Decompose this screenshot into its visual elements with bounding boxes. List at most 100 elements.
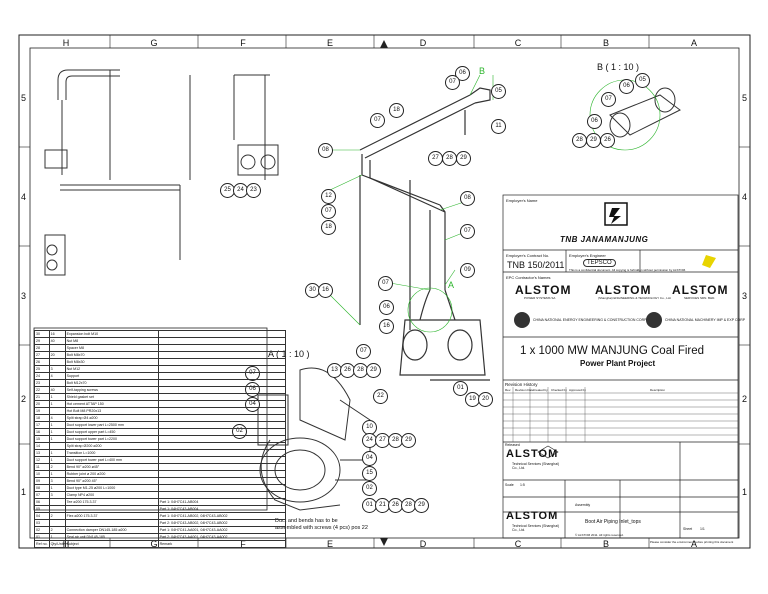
callout-balloon: 26 [600, 133, 615, 148]
bom-cell: 22 [34, 386, 50, 394]
bom-cell: 4 [48, 414, 66, 422]
bom-cell: Remark [157, 540, 286, 548]
bom-cell: Part 2: 04H7C43-AB002, 04H7C43-AB002 [157, 519, 286, 527]
footer-note: Please consider the environment before p… [650, 540, 734, 544]
bom-cell [48, 442, 66, 450]
callout-balloon: 04 [362, 451, 377, 466]
bom-cell: Part 1: 04H7C43-AB004 [157, 505, 286, 513]
bom-cell: 08 [34, 484, 50, 492]
rev-header: Checked by [551, 388, 567, 392]
bom-cell: Duct support tower part L=400 mm [64, 456, 159, 464]
bom-cell [157, 456, 286, 464]
bom-cell: Transition L=1000 [64, 449, 159, 457]
bom-cell: Part 2: 04H7C43-AA001, 04H7C43-AA002 [157, 533, 286, 541]
callout-balloon: 07 [321, 204, 336, 219]
bom-cell: Split strap Ø200 ø200 [64, 442, 159, 450]
sheet-value: 1/1 [700, 527, 705, 531]
contract-label: Employer's Contract No. [506, 253, 550, 258]
bom-cell [48, 379, 66, 387]
bom-cell [157, 351, 286, 359]
bom-cell: Bolt M8x70 [64, 351, 159, 359]
rev-header: Approved by [569, 388, 586, 392]
callout-balloon: 29 [401, 433, 416, 448]
bom-cell: 1 [48, 400, 66, 408]
rev-header: Created by [533, 388, 548, 392]
rev-header: Description [650, 388, 666, 392]
callout-balloon: 07 [378, 276, 393, 291]
bom-cell: Seal air unit DN145-185 [64, 533, 159, 541]
bom-cell: 09 [34, 477, 50, 485]
callout-balloon: 28 [401, 498, 416, 513]
bom-cell: 3 [48, 477, 66, 485]
assembly-note-line: Duct and bends has to be [275, 518, 338, 524]
bom-cell: 2 [48, 526, 66, 534]
column-header: A [690, 539, 697, 549]
bom-cell: 4 [48, 372, 66, 380]
row-header: 3 [21, 291, 27, 301]
callout-balloon: 29 [586, 133, 601, 148]
bom-cell: 19 [34, 407, 50, 415]
row-header: 5 [742, 93, 748, 103]
bom-cell: Duct support lower part L=2500 mm [64, 421, 159, 429]
bom-cell: 1 [48, 421, 66, 429]
row-header: 4 [742, 192, 748, 202]
engineer-logo: TEPSCO [583, 259, 616, 267]
bom-cell: 13 [34, 449, 50, 457]
bom-cell: 16 [48, 330, 66, 338]
assembly-note-line: assembled with screws (4 pcs) pos 22 [275, 525, 368, 531]
bom-cell: Hot Bolt M8 PR20x13 [64, 407, 159, 415]
callout-balloon: 12 [321, 189, 336, 204]
bom-cell [157, 372, 286, 380]
column-header: B [602, 539, 609, 549]
column-header: G [150, 38, 158, 48]
alstom-logo: ALSTOM [672, 283, 729, 297]
column-header: E [326, 38, 333, 48]
alstom-logo: ALSTOM [506, 448, 559, 460]
detail-b-label: B ( 1 : 10 ) [597, 62, 640, 72]
bom-cell: 20 [34, 400, 50, 408]
bom-cell [157, 421, 286, 429]
callout-balloon: 28 [442, 151, 457, 166]
callout-balloon: 29 [456, 151, 471, 166]
column-header: C [514, 539, 522, 549]
client-name: TNB JANAMANJUNG [560, 235, 649, 244]
column-header: B [602, 38, 609, 48]
bom-cell [48, 519, 66, 527]
alstom-sub: POWER SYSTEMS SA [524, 296, 556, 300]
callout-balloon: 20 [478, 392, 493, 407]
callout-balloon: 25 [220, 183, 235, 198]
bom-cell [157, 358, 286, 366]
bom-cell: 26 [34, 358, 50, 366]
bom-cell [157, 386, 286, 394]
alstom-technical-services: Technical Services (Shanghai) Co., Ltd. [512, 462, 560, 470]
client-logo-icon [604, 202, 628, 226]
bom-cell [48, 344, 66, 352]
rev-header: Revision Date [515, 388, 534, 392]
bom-cell: 20 [48, 351, 66, 359]
bom-cell [48, 505, 66, 513]
sheet-label: Sheet [683, 527, 693, 531]
bom-cell: 02 [34, 526, 50, 534]
employer-label: Employer's Name [506, 198, 538, 203]
bom-cell [157, 337, 286, 345]
partner-name: CHINA NATIONAL MACHINERY IMP & EXP CORP [665, 318, 746, 322]
bom-cell [157, 470, 286, 478]
callout-balloon: 29 [414, 498, 429, 513]
bom-cell [157, 379, 286, 387]
bom-cell: Bolt M12x70 [64, 379, 159, 387]
bom-row: 19 Hot Bolt M8 PR20x13 [34, 407, 286, 415]
bom-cell [157, 477, 286, 485]
scale-label: Scale [505, 483, 514, 487]
